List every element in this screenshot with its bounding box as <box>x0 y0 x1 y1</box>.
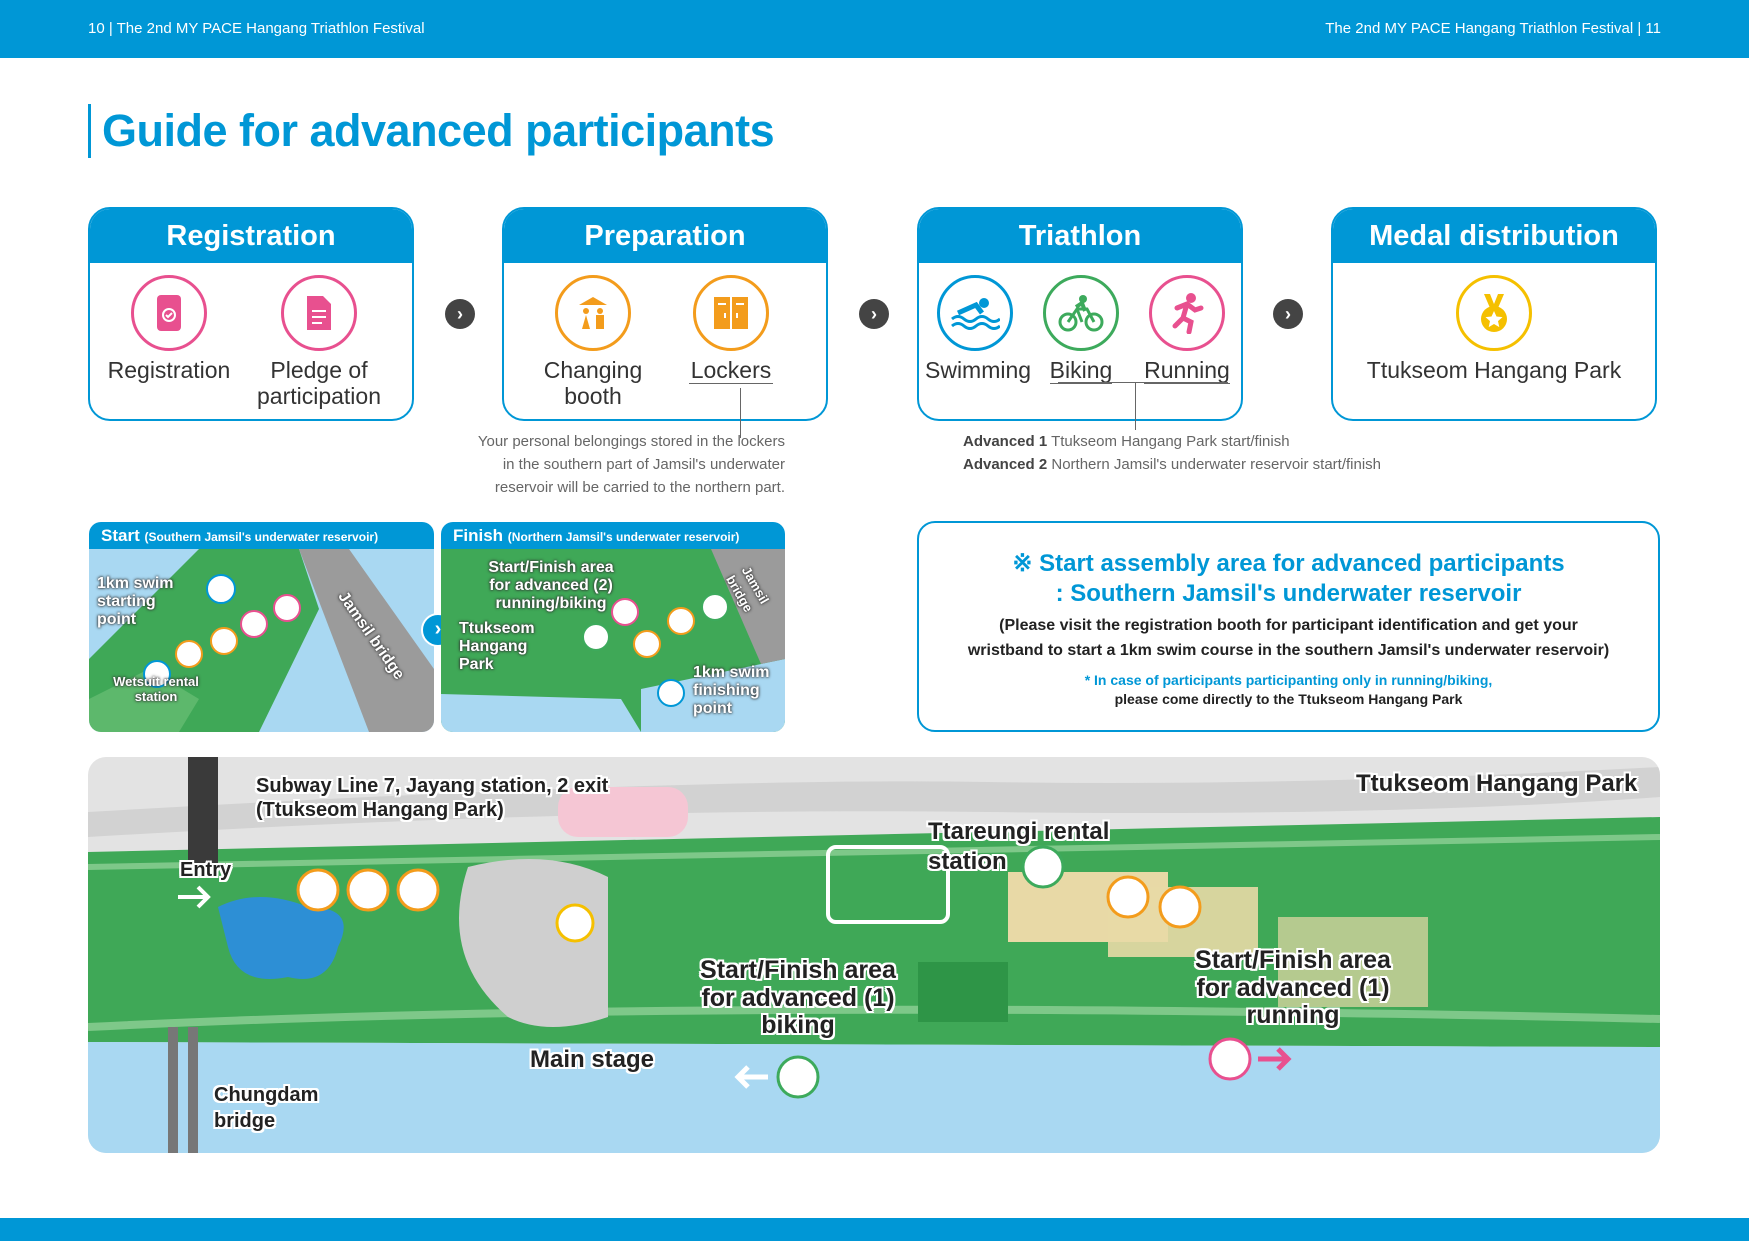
park-map-illustration <box>88 757 1660 1153</box>
info-line: (Please visit the registration booth for… <box>999 617 1578 634</box>
finish-mini-map: Finish (Northern Jamsil's underwater res… <box>441 522 785 732</box>
footer-bar <box>0 1218 1749 1241</box>
subway-label: Subway Line 7, Jayang station, 2 exit <box>256 775 609 797</box>
main-stage-label: Main stage <box>530 1046 655 1073</box>
label-line: biking <box>761 1011 835 1039</box>
step-item-label: Pledge of participation <box>256 357 382 409</box>
step-item: Pledge of participation <box>254 275 384 409</box>
mini-map-subtitle: (Northern Jamsil's underwater reservoir) <box>507 530 740 544</box>
note-line: in the southern part of Jamsil's underwa… <box>502 456 785 473</box>
header-bar: 10 | The 2nd MY PACE Hangang Triathlon F… <box>0 0 1749 58</box>
entry-label: Entry <box>180 859 232 881</box>
step-title: Registration <box>90 209 412 263</box>
step-title: Preparation <box>504 209 826 263</box>
bike-icon <box>1043 275 1119 351</box>
step-item-label: Running <box>1144 357 1230 384</box>
step-item-label: Lockers <box>688 357 774 384</box>
start-map-illustration <box>89 549 434 732</box>
info-line: wristband to start a 1km swim course in … <box>967 642 1610 659</box>
info-line: ※ Start assembly area for advanced parti… <box>1012 550 1565 577</box>
lockers-note: Your personal belongings stored in the l… <box>400 430 785 499</box>
mini-map-title: Start <box>101 526 140 545</box>
step-medal-distribution: Medal distribution Ttukseom Hangang Park <box>1331 207 1657 421</box>
step-item-label: Swimming <box>925 357 1032 383</box>
step-title: Triathlon <box>919 209 1241 263</box>
label-line: Start/Finish area <box>700 956 896 984</box>
info-line: please come directly to the Ttukseom Han… <box>1114 691 1463 707</box>
bridge-sublabel: bridge <box>214 1110 276 1132</box>
finish-map-illustration <box>441 549 785 732</box>
note-text: Northern Jamsil's underwater reservoir s… <box>1047 456 1382 473</box>
park-map: Subway Line 7, Jayang station, 2 exit (T… <box>88 757 1660 1153</box>
step-item: Swimming <box>925 275 1032 383</box>
step-item: Ttukseom Hangang Park <box>1346 275 1642 383</box>
swim-finish-label: 1km swim finishing point <box>693 664 770 717</box>
note-line: reservoir will be carried to the norther… <box>494 479 785 496</box>
wetsuit-label: Wetsuit rental station <box>113 674 199 704</box>
next-arrow-icon: › <box>1273 299 1303 329</box>
label-line: for advanced (1) <box>1196 973 1390 1002</box>
note-connector <box>1135 382 1136 430</box>
label-line: Start/Finish area <box>1195 946 1391 974</box>
header-right: The 2nd MY PACE Hangang Triathlon Festiv… <box>1325 20 1661 37</box>
step-item: Lockers <box>666 275 796 384</box>
changing-booth-icon <box>555 275 631 351</box>
finish-area-label: Start/Finish area for advanced (2) runni… <box>488 559 614 612</box>
info-line: : Southern Jamsil's underwater reservoir <box>1055 580 1522 607</box>
note-connector <box>740 388 741 438</box>
note-line: Your personal belongings stored in the l… <box>477 433 785 450</box>
note-connector <box>1058 382 1228 383</box>
step-item: Running <box>1137 275 1237 384</box>
document-icon <box>281 275 357 351</box>
next-arrow-icon: › <box>859 299 889 329</box>
step-item-label: Registration <box>107 357 231 383</box>
park-name-label: Ttukseom Hangang Park <box>1356 770 1638 797</box>
medal-icon <box>1456 275 1532 351</box>
advanced-note: Advanced 1 Ttukseom Hangang Park start/f… <box>963 430 1381 476</box>
step-item-label: Ttukseom Hangang Park <box>1366 357 1622 383</box>
rental-label: Ttareungi rental <box>928 818 1110 845</box>
step-item-label: Changing booth <box>543 357 643 409</box>
rental-sublabel: station <box>928 848 1007 875</box>
swim-start-label: 1km swim starting point <box>97 575 174 628</box>
mini-map-header: Finish (Northern Jamsil's underwater res… <box>441 522 785 549</box>
note-label: Advanced 1 <box>963 433 1048 450</box>
assembly-info-box: ※ Start assembly area for advanced parti… <box>917 521 1660 732</box>
step-item-label: Biking <box>1049 357 1113 384</box>
note-text: Ttukseom Hangang Park start/finish <box>1047 433 1290 450</box>
info-line: * In case of participants participanting… <box>1084 672 1493 688</box>
subway-sublabel: (Ttukseom Hangang Park) <box>256 799 504 821</box>
step-item: Registration <box>104 275 234 383</box>
step-preparation: Preparation Changing booth Lockers <box>502 207 828 421</box>
park-label: Ttukseom Hangang Park <box>459 620 535 673</box>
swimming-icon <box>937 275 1013 351</box>
next-arrow-icon: › <box>445 299 475 329</box>
phone-icon <box>131 275 207 351</box>
step-registration: Registration Registration Pledge of part… <box>88 207 414 421</box>
label-line: for advanced (1) <box>701 983 895 1012</box>
mini-map-subtitle: (Southern Jamsil's underwater reservoir) <box>144 530 379 544</box>
running-area-label: Start/Finish area for advanced (1) runni… <box>1168 946 1418 1030</box>
step-item: Biking <box>1031 275 1131 384</box>
label-line: running <box>1246 1001 1340 1029</box>
running-icon <box>1149 275 1225 351</box>
mini-map-header: Start (Southern Jamsil's underwater rese… <box>89 522 434 549</box>
bridge-label: Chungdam <box>214 1084 319 1106</box>
biking-area-label: Start/Finish area for advanced (1) bikin… <box>683 956 913 1040</box>
mini-map-title: Finish <box>453 526 504 545</box>
locker-icon <box>693 275 769 351</box>
note-label: Advanced 2 <box>963 456 1048 473</box>
step-triathlon: Triathlon Swimming Biking Running <box>917 207 1243 421</box>
step-item: Changing booth <box>528 275 658 409</box>
header-left: 10 | The 2nd MY PACE Hangang Triathlon F… <box>88 20 425 37</box>
step-title: Medal distribution <box>1333 209 1655 263</box>
page-title: Guide for advanced participants <box>88 104 775 158</box>
start-mini-map: Start (Southern Jamsil's underwater rese… <box>89 522 434 732</box>
